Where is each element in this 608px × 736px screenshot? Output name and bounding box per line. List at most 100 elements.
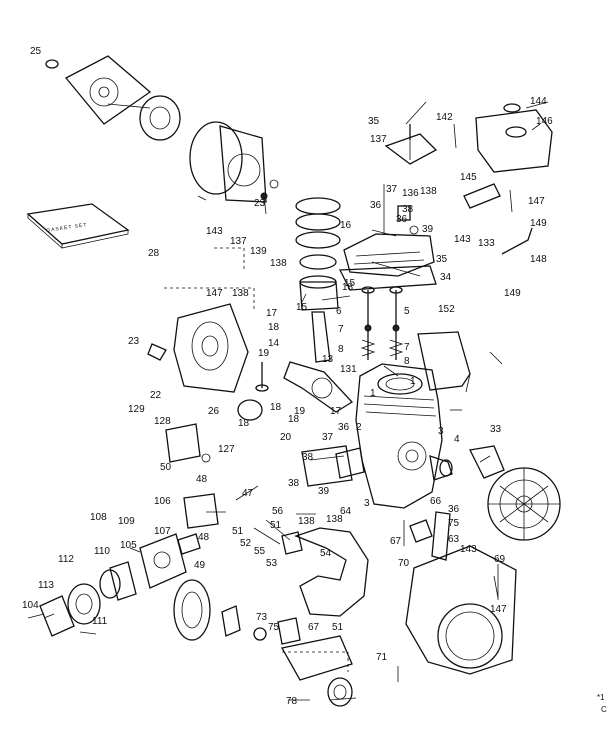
part-label: 14 bbox=[268, 338, 280, 349]
baffle bbox=[417, 331, 471, 391]
flywheel bbox=[439, 445, 561, 541]
part-label: 2 bbox=[356, 422, 362, 433]
gasket-set-label: GASKET SET bbox=[46, 222, 88, 234]
part-label: 142 bbox=[436, 112, 453, 123]
part-label: 39 bbox=[318, 486, 330, 497]
part-label: 37 bbox=[322, 432, 334, 443]
part-label: 67 bbox=[390, 536, 402, 547]
piston-assembly bbox=[295, 197, 351, 363]
part-label: 52 bbox=[240, 538, 252, 549]
part-label: 17 bbox=[266, 308, 278, 319]
part-label: 6 bbox=[336, 306, 342, 317]
part-label: 138 bbox=[326, 514, 343, 525]
part-label: 36 bbox=[370, 200, 382, 211]
part-label: 71 bbox=[376, 652, 388, 663]
part-label: 139 bbox=[250, 246, 267, 257]
part-label: 143 bbox=[206, 226, 223, 237]
part-label: 67 bbox=[308, 622, 320, 633]
part-label: 129 bbox=[128, 404, 145, 415]
part-label: 15 bbox=[344, 278, 356, 289]
engine-block bbox=[355, 363, 453, 509]
part-label: 113 bbox=[38, 580, 54, 591]
part-label: 138 bbox=[270, 258, 287, 269]
leader-lines bbox=[43, 101, 549, 701]
part-label: 106 bbox=[154, 496, 171, 507]
part-label: 104 bbox=[22, 600, 39, 611]
part-label: 18 bbox=[238, 418, 250, 429]
part-label: 66 bbox=[430, 496, 442, 507]
valve-assembly bbox=[360, 286, 404, 360]
part-label: 51 bbox=[332, 622, 344, 633]
part-label: 48 bbox=[198, 532, 210, 543]
part-label: 36 bbox=[338, 422, 350, 433]
part-label: 146 bbox=[536, 116, 553, 127]
part-label: 105 bbox=[120, 540, 137, 551]
part-label: 1 bbox=[370, 388, 376, 399]
part-label: 34 bbox=[440, 272, 452, 283]
part-label: 110 bbox=[94, 546, 110, 557]
part-label: 3 bbox=[364, 498, 370, 509]
part-label: 38 bbox=[288, 478, 300, 489]
blower-housing bbox=[405, 545, 517, 675]
part-label: 51 bbox=[232, 526, 244, 537]
part-label: 78 bbox=[286, 696, 298, 707]
part-label: 63 bbox=[448, 534, 460, 545]
part-label: 23 bbox=[254, 198, 266, 209]
deflector bbox=[294, 527, 369, 617]
part-label: 33 bbox=[490, 424, 502, 435]
part-label: 131 bbox=[340, 364, 357, 375]
part-label: 48 bbox=[196, 474, 208, 485]
carburetor-assembly bbox=[109, 445, 365, 601]
part-label: 149 bbox=[504, 288, 521, 299]
part-label: 18 bbox=[268, 322, 280, 333]
part-label: 143 bbox=[460, 544, 477, 555]
part-label: 19 bbox=[294, 406, 306, 417]
bottom-plate-assembly bbox=[280, 635, 353, 707]
part-label: 22 bbox=[150, 390, 162, 401]
part-label: 35 bbox=[436, 254, 448, 265]
part-label: 7 bbox=[404, 342, 410, 353]
part-label: 69 bbox=[494, 554, 506, 565]
part-label: 28 bbox=[148, 248, 160, 259]
part-label: 49 bbox=[194, 560, 206, 571]
part-label: 38 bbox=[302, 452, 314, 463]
part-label: 152 bbox=[438, 304, 455, 315]
part-label: 148 bbox=[530, 254, 547, 265]
part-label: 137 bbox=[230, 236, 247, 247]
part-label: 5 bbox=[404, 306, 410, 317]
part-label: 109 bbox=[118, 516, 135, 527]
part-label: 133 bbox=[478, 238, 495, 249]
gasket-set-box: GASKET SET bbox=[26, 203, 130, 249]
part-label: 138 bbox=[298, 516, 315, 527]
part-label: *1 bbox=[597, 693, 605, 702]
part-label: 107 bbox=[154, 526, 171, 537]
part-number-labels: 25 23 143 137 139 138 147 138 28 16 15 1… bbox=[22, 46, 607, 714]
part-label: 144 bbox=[530, 96, 547, 107]
part-label: 137 bbox=[370, 134, 387, 145]
part-label: 36 bbox=[396, 214, 408, 225]
part-label: 55 bbox=[254, 546, 266, 557]
part-label: 147 bbox=[206, 288, 223, 299]
part-label: 143 bbox=[454, 234, 471, 245]
part-label: 17 bbox=[330, 406, 342, 417]
part-label: 64 bbox=[340, 506, 352, 517]
part-label: 8 bbox=[404, 356, 410, 367]
part-label: 7 bbox=[338, 324, 344, 335]
part-label: 25 bbox=[30, 46, 42, 57]
crankcase-cover bbox=[147, 247, 354, 421]
part-label: 145 bbox=[460, 172, 477, 183]
part-label: 128 bbox=[154, 416, 171, 427]
part-label: 20 bbox=[280, 432, 292, 443]
part-label: 18 bbox=[342, 282, 354, 293]
part-label: 138 bbox=[232, 288, 249, 299]
part-label: 53 bbox=[266, 558, 278, 569]
part-label: 138 bbox=[420, 186, 437, 197]
part-label: 136 bbox=[402, 188, 419, 199]
part-label: 51 bbox=[270, 520, 282, 531]
part-label: 1 bbox=[410, 376, 416, 387]
part-label: 4 bbox=[454, 434, 460, 445]
part-label: 38 bbox=[402, 204, 414, 215]
part-label: 50 bbox=[160, 462, 172, 473]
part-label: 108 bbox=[90, 512, 107, 523]
part-label: 147 bbox=[528, 196, 545, 207]
